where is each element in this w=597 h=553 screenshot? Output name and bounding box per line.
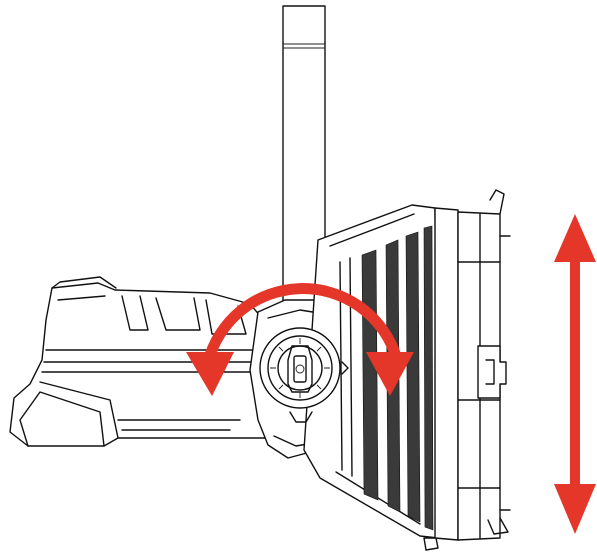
lens-frame bbox=[434, 189, 511, 541]
rotate-arrow-icon bbox=[186, 283, 414, 396]
tilt-lock-knob-icon bbox=[259, 327, 349, 423]
mounting-pole bbox=[282, 5, 326, 337]
vertical-double-arrow-icon bbox=[554, 214, 596, 534]
rear-housing bbox=[9, 276, 283, 447]
